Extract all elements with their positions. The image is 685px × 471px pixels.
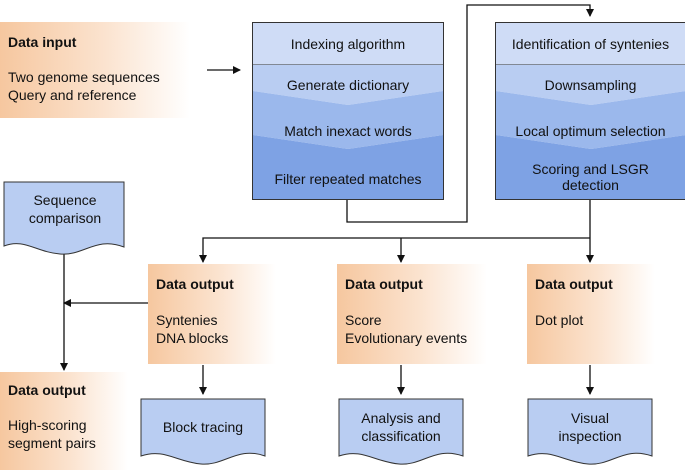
synteny-step-3: Local optimum selection	[515, 123, 666, 139]
doc-block-tracing-label: Block tracing	[162, 419, 244, 435]
synteny-step-1: Identification of syntenies	[511, 36, 670, 52]
output-1-line-2: DNA blocks	[156, 330, 229, 346]
synteny-panel-bands	[496, 23, 685, 199]
arrow-branch-left	[199, 237, 590, 263]
output-block-dotplot: Data output Dot plot	[527, 264, 655, 364]
output-block-hsp: Data output High-scoring segment pairs	[0, 372, 128, 470]
output-2-title: Data output	[345, 276, 423, 292]
output-block-syntenies: Data output Syntenies DNA blocks	[148, 264, 276, 364]
indexing-step-2: Generate dictionary	[286, 77, 410, 93]
indexing-step-4: Filter repeated matches	[274, 171, 422, 187]
doc-analysis-label: Analysis and classification	[361, 410, 441, 444]
output-2-line-2: Evolutionary events	[345, 330, 468, 346]
hsp-line-2: segment pairs	[8, 435, 96, 451]
output-1-line-1: Syntenies	[156, 312, 218, 328]
output-2-line-1: Score	[345, 312, 382, 328]
output-3-title: Data output	[535, 276, 613, 292]
arrow-indexing-to-synteny	[346, 4, 594, 223]
output-3-line-1: Dot plot	[535, 312, 584, 328]
sequence-comparison-label: Sequence comparison	[28, 192, 102, 226]
indexing-step-1: Indexing algorithm	[290, 36, 406, 52]
doc-visual-label: Visual inspection	[558, 410, 622, 444]
hsp-line-1: High-scoring	[8, 417, 87, 433]
synteny-step-4: Scoring and LSGR detection	[532, 161, 649, 193]
data-input-block: Data input Two genome sequences Query an…	[0, 22, 190, 118]
synteny-step-2: Downsampling	[544, 77, 637, 93]
indexing-panel: Indexing algorithm Generate dictionary M…	[252, 22, 444, 200]
synteny-panel: Identification of syntenies Downsampling…	[495, 22, 685, 200]
indexing-step-3: Match inexact words	[284, 123, 412, 139]
output-block-score: Data output Score Evolutionary events	[337, 264, 487, 364]
data-input-title: Data input	[8, 34, 77, 50]
indexing-panel-bands	[253, 23, 443, 199]
doc-visual-shape	[527, 398, 653, 465]
sequence-comparison-shape	[3, 181, 125, 255]
data-input-line-1: Two genome sequences	[8, 69, 160, 85]
hsp-title: Data output	[8, 382, 86, 398]
doc-analysis-shape	[338, 398, 464, 465]
data-input-line-2: Query and reference	[8, 87, 137, 103]
doc-block-tracing-shape	[140, 398, 266, 465]
output-1-title: Data output	[156, 276, 234, 292]
